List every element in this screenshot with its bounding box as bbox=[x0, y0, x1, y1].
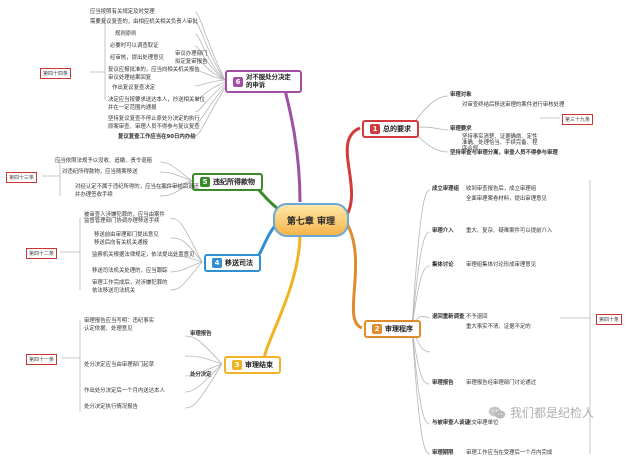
main-node-illegal-gains[interactable]: 5 违纪所得款物 bbox=[192, 173, 263, 191]
leaf-text: 重大、复杂、疑难案件可以提前介入 bbox=[466, 228, 553, 234]
article-box-41: 第四十一条 bbox=[26, 354, 58, 365]
article-box-43: 第四十三条 bbox=[6, 172, 38, 183]
leaf-text: 原案审查、审理人员不得参与复议复查 bbox=[108, 124, 200, 130]
main-node-label: 移送司法 bbox=[225, 259, 253, 267]
leaf-text: 监察机关根据法律规定，依法提出处置意见 bbox=[92, 252, 195, 258]
leaf-text: 审理工作完成后，对涉嫌犯罪的 bbox=[92, 280, 168, 286]
leaf-text: 移送司法机关处理的，应当跟踪 bbox=[92, 268, 168, 274]
article-box-44: 第四十四条 bbox=[40, 68, 72, 79]
leaf-text: 经审核，提出处理意见 bbox=[110, 55, 164, 61]
leaf-text: 收到审查报告后，成立审理组 bbox=[466, 186, 537, 192]
leaf-text: 审理工作应当在受理后一个月内完成 bbox=[466, 450, 553, 456]
leaf-text: 拟定复审报告 bbox=[175, 59, 208, 65]
leaf-text: 审理报告经审理部门讨论通过 bbox=[466, 380, 537, 386]
leaf-text: 并在一定范围内通报 bbox=[108, 105, 157, 111]
main-node-transfer-judicial[interactable]: 4 移送司法 bbox=[204, 254, 261, 272]
leaf-text: 被审查人涉嫌犯罪的，应当由案件监督管理部门协调办理移送手续 bbox=[84, 212, 165, 225]
leaf-text: 处分决定执行情况报告 bbox=[84, 404, 138, 410]
leaf-text: 审理组集体讨论形成审理意见 bbox=[466, 262, 537, 268]
leaf-text: 全面审理案卷材料，提出审理意见 bbox=[466, 196, 547, 202]
main-node-review-end[interactable]: 3 审理结束 bbox=[224, 356, 281, 374]
leaf-text: 审理报告 bbox=[190, 331, 212, 337]
leaf-text: 审理报告 bbox=[432, 380, 454, 386]
leaf-text: 需要复议复查的，由相应机关相关负责人审批 bbox=[90, 19, 198, 25]
leaf-text: 必要时可以调查取证 bbox=[110, 43, 159, 49]
main-node-label: 对不服处分决定的申诉 bbox=[246, 73, 291, 89]
main-node-appeal[interactable]: 6 对不服处分决定的申诉 bbox=[225, 70, 302, 94]
leaf-text: 复议应报批准的，应当向相关机关报告 bbox=[108, 67, 200, 73]
leaf-text: 不予退回 bbox=[466, 314, 488, 320]
leaf-text: 审议办理部门 bbox=[175, 51, 208, 57]
leaf-text: 作出复议复查决定 bbox=[112, 85, 156, 91]
watermark-text: 我们都是纪检人 bbox=[510, 406, 595, 420]
main-node-review-procedure[interactable]: 2 审理程序 bbox=[364, 320, 421, 338]
number-badge: 6 bbox=[233, 76, 243, 87]
branch-line-6 bbox=[283, 89, 302, 203]
leaf-text: 规则原则 bbox=[115, 31, 137, 37]
number-badge: 2 bbox=[372, 324, 382, 334]
number-badge: 5 bbox=[200, 177, 210, 187]
main-node-label: 违纪所得款物 bbox=[213, 178, 255, 186]
center-topic[interactable]: 第七章 审理 bbox=[273, 203, 349, 237]
leaf-text: 对审查终结后移送审理的案件进行审核处理 bbox=[462, 102, 565, 108]
leaf-text: 处分决定应当由审理部门起草 bbox=[84, 362, 155, 368]
leaf-text: 移送后向有关机关通报 bbox=[94, 240, 148, 246]
main-node-label: 审理结束 bbox=[245, 361, 273, 369]
leaf-text: 作出处分决定后一个月内送达本人 bbox=[84, 388, 165, 394]
leaf-text: 应当依照法规予以没收、追缴、责令退赔 bbox=[55, 158, 153, 164]
leaf-text: 坚持审查与审理分离，审查人员不得参与审理 bbox=[450, 150, 558, 156]
number-badge: 3 bbox=[232, 360, 242, 370]
number-badge: 4 bbox=[212, 258, 222, 268]
leaf-text: 坚持事实清楚、证据确凿、定性准确、处理恰当、手续完备、程序合规 bbox=[462, 134, 538, 153]
leaf-text: 审理对象 bbox=[450, 92, 472, 98]
leaf-text: 退回重新调查 bbox=[432, 314, 465, 320]
branch-line-1 bbox=[343, 126, 361, 219]
leaf-text: 对经认定不属于违纪所得的，应当在案件审结后退还 bbox=[75, 184, 199, 190]
leaf-text: 并办理签收手续 bbox=[75, 192, 113, 198]
leaf-text: 审议处理结果回复 bbox=[108, 75, 152, 81]
leaf-text: 审理报告应当写明：违纪事实 bbox=[84, 318, 155, 324]
article-box-42: 第四十二条 bbox=[26, 248, 58, 259]
branch-line-3 bbox=[262, 233, 302, 365]
leaf-text: 依法移送司法机关 bbox=[92, 288, 136, 294]
leaf-text: 送交审理单位 bbox=[466, 420, 499, 426]
article-box-40: 第四十条 bbox=[596, 314, 623, 325]
leaf-text: 审理要求 bbox=[450, 126, 472, 132]
article-box-39: 第三十九条 bbox=[562, 114, 594, 125]
leaf-text: 坚持复议复查不停止原处分决定的执行 bbox=[108, 116, 200, 122]
leaf-text: 集体讨论 bbox=[432, 262, 454, 268]
leaf-text: 审理介入 bbox=[432, 228, 454, 234]
main-node-general-requirements[interactable]: 1 总的要求 bbox=[362, 120, 419, 138]
branch-line-2 bbox=[343, 219, 363, 330]
leaf-text: 重大事实不清、证据不足的 bbox=[466, 324, 531, 330]
main-node-label: 总的要求 bbox=[383, 125, 411, 133]
leaf-text: 成立审理组 bbox=[432, 186, 459, 192]
leaf-text: 复议复查工作应当在90日内办结 bbox=[118, 134, 196, 140]
leaf-text: 对违纪所得款物，应当随案移送 bbox=[62, 169, 138, 175]
leaf-text: 决定应当按要求送达本人，抄送相关单位 bbox=[108, 97, 206, 103]
main-node-label: 审理程序 bbox=[385, 325, 413, 333]
leaf-text: 认定依据、处理意见 bbox=[84, 326, 133, 332]
leaf-text: 与被审查人谈话 bbox=[432, 420, 470, 426]
leaf-text: 移送前由审理部门提出意见 bbox=[94, 232, 159, 238]
leaf-text: 处分决定 bbox=[190, 372, 212, 378]
number-badge: 1 bbox=[370, 124, 380, 134]
leaf-text: 应当按照有关规定及时受理 bbox=[90, 9, 155, 15]
leaf-text: 审理期限 bbox=[432, 450, 454, 456]
watermark: 我们都是纪检人 bbox=[488, 404, 594, 421]
wechat-icon bbox=[488, 406, 506, 419]
